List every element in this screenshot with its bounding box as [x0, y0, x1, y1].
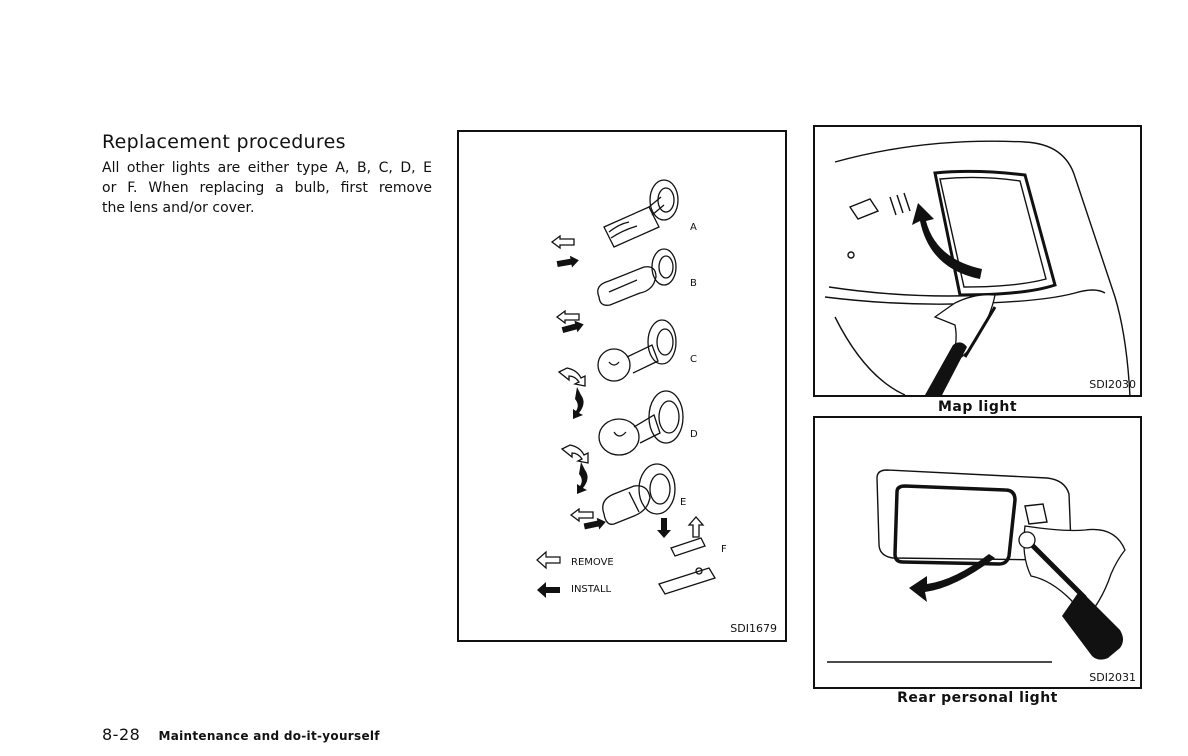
bulb-c-icon [597, 319, 677, 382]
type-label-e: E [680, 497, 686, 508]
remove-arrow-icon [536, 550, 561, 570]
type-label-d: D [690, 429, 698, 440]
body-line: All other lights are either type A, B, C… [102, 160, 432, 176]
type-label-b: B [690, 278, 697, 289]
map-light-illustration [824, 140, 1131, 395]
map-light-figure: SDI2030 [813, 125, 1142, 397]
legend-remove-label: REMOVE [571, 557, 614, 568]
rear-light-caption: Rear personal light [897, 690, 1058, 706]
figure-code: SDI2030 [1089, 378, 1136, 391]
rear-light-illustration [827, 469, 1126, 663]
page-footer: 8-28 Maintenance and do-it-yourself [102, 725, 380, 744]
screwdriver-icon [1018, 525, 1126, 660]
install-arrow-icon [537, 582, 560, 598]
bulb-d-icon [598, 390, 684, 456]
section-body: All other lights are either type A, B, C… [102, 158, 432, 218]
arrow-pairs-icon [550, 234, 705, 538]
footer-section-title: Maintenance and do-it-yourself [158, 729, 380, 743]
bulb-types-illustration: REMOVE INSTALL A B C D E F [536, 179, 727, 598]
figure-code: SDI1679 [730, 622, 777, 635]
page-number: 8-28 [102, 725, 141, 744]
body-line: or F. When replacing a bulb, first remov… [102, 180, 432, 196]
type-label-c: C [690, 354, 697, 365]
bulb-b-icon [597, 248, 677, 306]
map-light-caption: Map light [937, 399, 1018, 415]
bulb-f-icon [658, 537, 716, 595]
section-heading: Replacement procedures [102, 131, 346, 153]
type-label-a: A [690, 222, 697, 233]
open-direction-arrow-icon [912, 203, 982, 279]
legend: REMOVE INSTALL [536, 550, 614, 598]
body-line: the lens and/or cover. [102, 200, 255, 216]
bulb-a-icon [603, 179, 679, 248]
rear-light-figure: SDI2031 [813, 416, 1142, 689]
figure-code: SDI2031 [1089, 671, 1136, 684]
open-direction-arrow-icon [909, 554, 995, 602]
bulb-types-figure: REMOVE INSTALL A B C D E F SDI1679 [457, 130, 787, 642]
bulb-e-icon [602, 463, 676, 525]
type-label-f: F [721, 544, 727, 555]
screwdriver-icon [925, 294, 997, 395]
legend-install-label: INSTALL [571, 584, 612, 595]
